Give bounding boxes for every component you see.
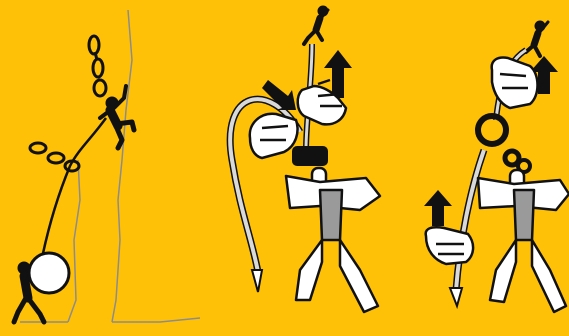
belay-device-icon <box>292 146 328 166</box>
counterweight-ball-icon <box>29 253 69 293</box>
hand-icon <box>492 58 538 109</box>
